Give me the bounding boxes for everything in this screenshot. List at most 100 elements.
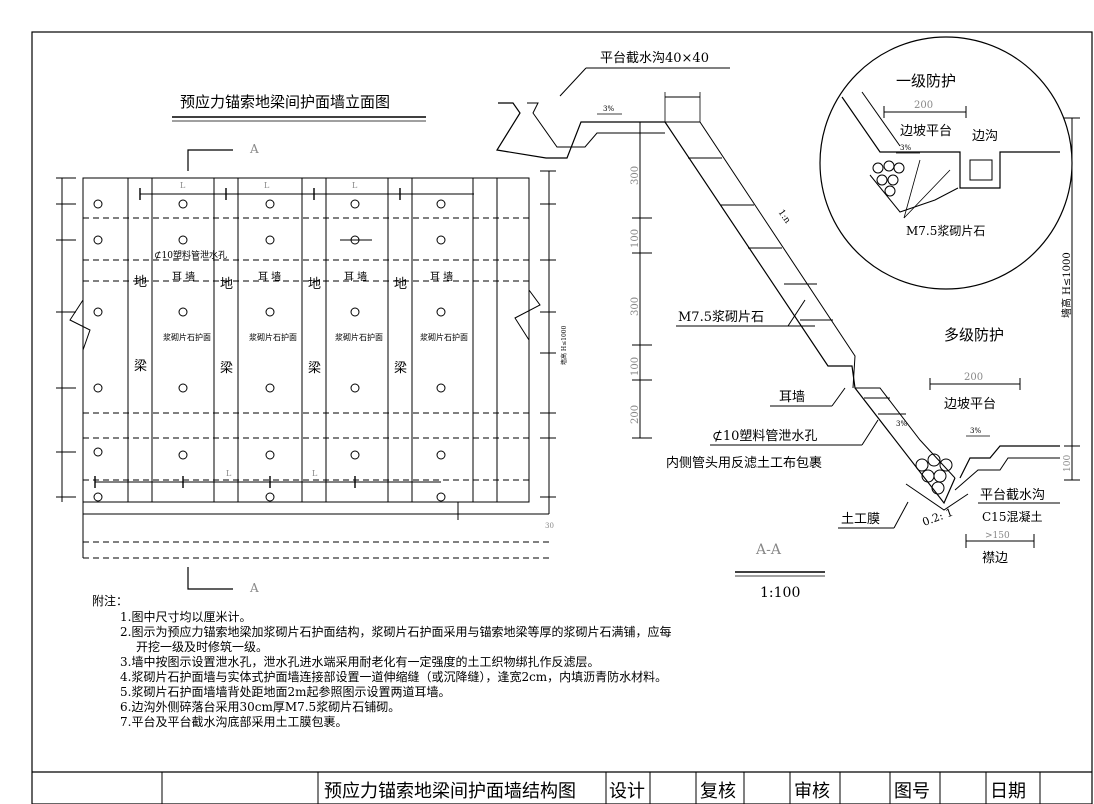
concrete-label: C15混凝土 (982, 509, 1042, 524)
section-scale: 1:100 (760, 585, 800, 601)
title-block-drawing-no: 图号 (894, 781, 930, 802)
lower-ditch (959, 445, 1060, 479)
note-item: 7.平台及平台截水沟底部采用土工膜包裹。 (120, 715, 348, 729)
detail-geomembrane (869, 174, 959, 213)
detail-masonry-leader (903, 159, 921, 219)
detail-masonry-label: M7.5浆砌片石 (906, 223, 985, 238)
detail-circle: 一级防护 200 边坡平台 边沟 3% M7.5浆砌片石 (819, 36, 1073, 290)
berm-width: 200 (964, 372, 983, 383)
section-mark-top (187, 149, 233, 171)
drain-leader-arrow (861, 419, 879, 446)
note-item: 6.边沟外侧碎落台采用30cm厚M7.5浆砌片石铺砌。 (120, 700, 401, 714)
section-dim-100-right: 100 (1063, 455, 1073, 472)
dim-top-ticks (139, 188, 401, 200)
section-mark-bottom-label: A (249, 581, 259, 595)
title-block-title: 预应力锚索地梁间护面墙结构图 (324, 781, 576, 802)
title-block-design: 设计 (609, 781, 645, 802)
drain-pipe-label: ⊄10塑料管泄水孔 (154, 249, 227, 261)
dim-bottom-ticks (94, 476, 356, 488)
slope-ratio-label: 1:n (776, 208, 793, 226)
section-label: A-A (755, 542, 782, 558)
title-block-dividers (161, 772, 1041, 804)
dim-top-l1: L (180, 181, 186, 190)
notes-head: 附注： (92, 594, 129, 608)
sec-dim-300-b: 300 (630, 297, 641, 316)
ditch-stones (915, 453, 953, 495)
skirt-label: 襟边 (982, 551, 1008, 566)
dim-left-ticks (56, 177, 76, 498)
slope-rungs (688, 157, 906, 415)
dim-top-l3: L (352, 181, 358, 190)
ear-wall-label-3: 耳 墙 (344, 270, 367, 283)
detail-title: 一级防护 (896, 72, 956, 90)
sec-dim-100-a: 100 (630, 229, 641, 248)
multi-level-label: 多级防护 (944, 326, 1004, 344)
section-mark-top-label: A (249, 142, 259, 156)
title-block-review: 复核 (700, 781, 736, 802)
dim-bottom-l2: L (312, 469, 318, 478)
detail-slope (841, 96, 1060, 189)
title-block: 预应力锚索地梁间护面墙结构图 设计 复核 审核 图号 日期 (32, 771, 1092, 804)
masonry-label-2: 浆砌片石护面 (249, 332, 297, 342)
slope-back (699, 121, 856, 389)
note-item: 3.墙中按图示设置泄水孔，泄水孔进水端采用耐老化有一定强度的土工织物绑扎作反滤层… (120, 655, 600, 669)
berm-label: 边坡平台 (944, 397, 996, 412)
title-block-approve: 审核 (794, 781, 830, 802)
sec-dim-300-a: 300 (630, 166, 641, 185)
top-ditch (496, 102, 665, 159)
masonry-label-3: 浆砌片石护面 (335, 332, 383, 342)
note-item: 5.浆砌片石护面墙墙背处距地面2m起参照图示设置两道耳墙。 (120, 685, 451, 699)
ditch-leader-arrow (559, 67, 587, 97)
dim-right-ticks (540, 170, 556, 498)
ear-wall-label-4: 耳 墙 (430, 270, 453, 283)
wall-dashed-lines (83, 217, 549, 559)
beam-3-label-bottom: 梁 (308, 361, 321, 376)
section-dim-left-ticks (632, 217, 652, 439)
detail-stones (872, 160, 905, 197)
geomembrane-leader-arrow (893, 501, 909, 529)
detail-ditch-box (969, 159, 993, 181)
geomembrane-line (905, 483, 969, 511)
section-wall-height: 墙高 H≤1000 (1060, 252, 1073, 318)
note-item: 1.图中尺寸均以厘米计。 (120, 610, 252, 624)
top-ditch-label: 平台截水沟40×40 (600, 51, 709, 66)
section-mark-bottom (187, 567, 233, 590)
detail-berm-label: 边坡平台 (900, 124, 952, 139)
beam-4-label-top: 地 (394, 277, 407, 292)
filter-wrap-label: 内侧管头用反滤土工布包裹 (666, 455, 822, 471)
break-mark-right (514, 289, 541, 341)
lower-slope-pct-a: 3% (970, 427, 981, 435)
break-mark-left (69, 299, 91, 351)
sec-dim-200: 200 (630, 405, 641, 424)
note-item: 4.浆砌片石护面墙与实体式护面墙连接部设置一道伸缩缝（或沉降缝），逢宽2cm，内… (120, 670, 668, 684)
geomembrane-label: 土工膜 (841, 512, 880, 527)
detail-masonry-leader (903, 169, 951, 219)
beam-3-label-top: 地 (308, 277, 321, 292)
beam-4-label-bottom: 梁 (394, 361, 407, 376)
elevation-view: 预应力锚索地梁间护面墙立面图 A A (56, 93, 568, 595)
sec-dim-100-b: 100 (630, 357, 641, 376)
anchor-beams (127, 178, 498, 502)
beam-1-label-top: 地 (134, 275, 147, 290)
detail-ditch-label: 边沟 (972, 129, 998, 144)
drain-pipe-section-label: ⊄10塑料管泄水孔 (712, 429, 817, 444)
depth-tag: 30 (545, 522, 554, 530)
sheet-border (31, 31, 1093, 804)
detail-outline (819, 36, 1073, 290)
masonry-label-4: 浆砌片石护面 (420, 332, 468, 342)
ear-wall-leader-arrow (831, 387, 846, 407)
detail-slope-pct: 3% (900, 144, 911, 152)
masonry-label-1: 浆砌片石护面 (163, 332, 211, 342)
top-ditch-inner (527, 102, 665, 148)
dim-top-l2: L (264, 181, 270, 190)
beam-1-label-bottom: 梁 (134, 359, 147, 374)
note-item: 开挖一级及时修筑一级。 (136, 640, 269, 654)
ear-wall-label: 耳墙 (779, 390, 805, 405)
ear-wall-label-2: 耳 墙 (258, 270, 281, 283)
platform-ditch-label: 平台截水沟 (980, 488, 1045, 503)
lower-slope-back (855, 387, 956, 479)
notes-block: 附注： 1.图中尺寸均以厘米计。 2.图示为预应力锚索地梁加浆砌片石护面结构，浆… (92, 594, 671, 730)
skirt-width: >150 (985, 531, 1010, 541)
masonry-label: M7.5浆砌片石 (678, 310, 764, 325)
